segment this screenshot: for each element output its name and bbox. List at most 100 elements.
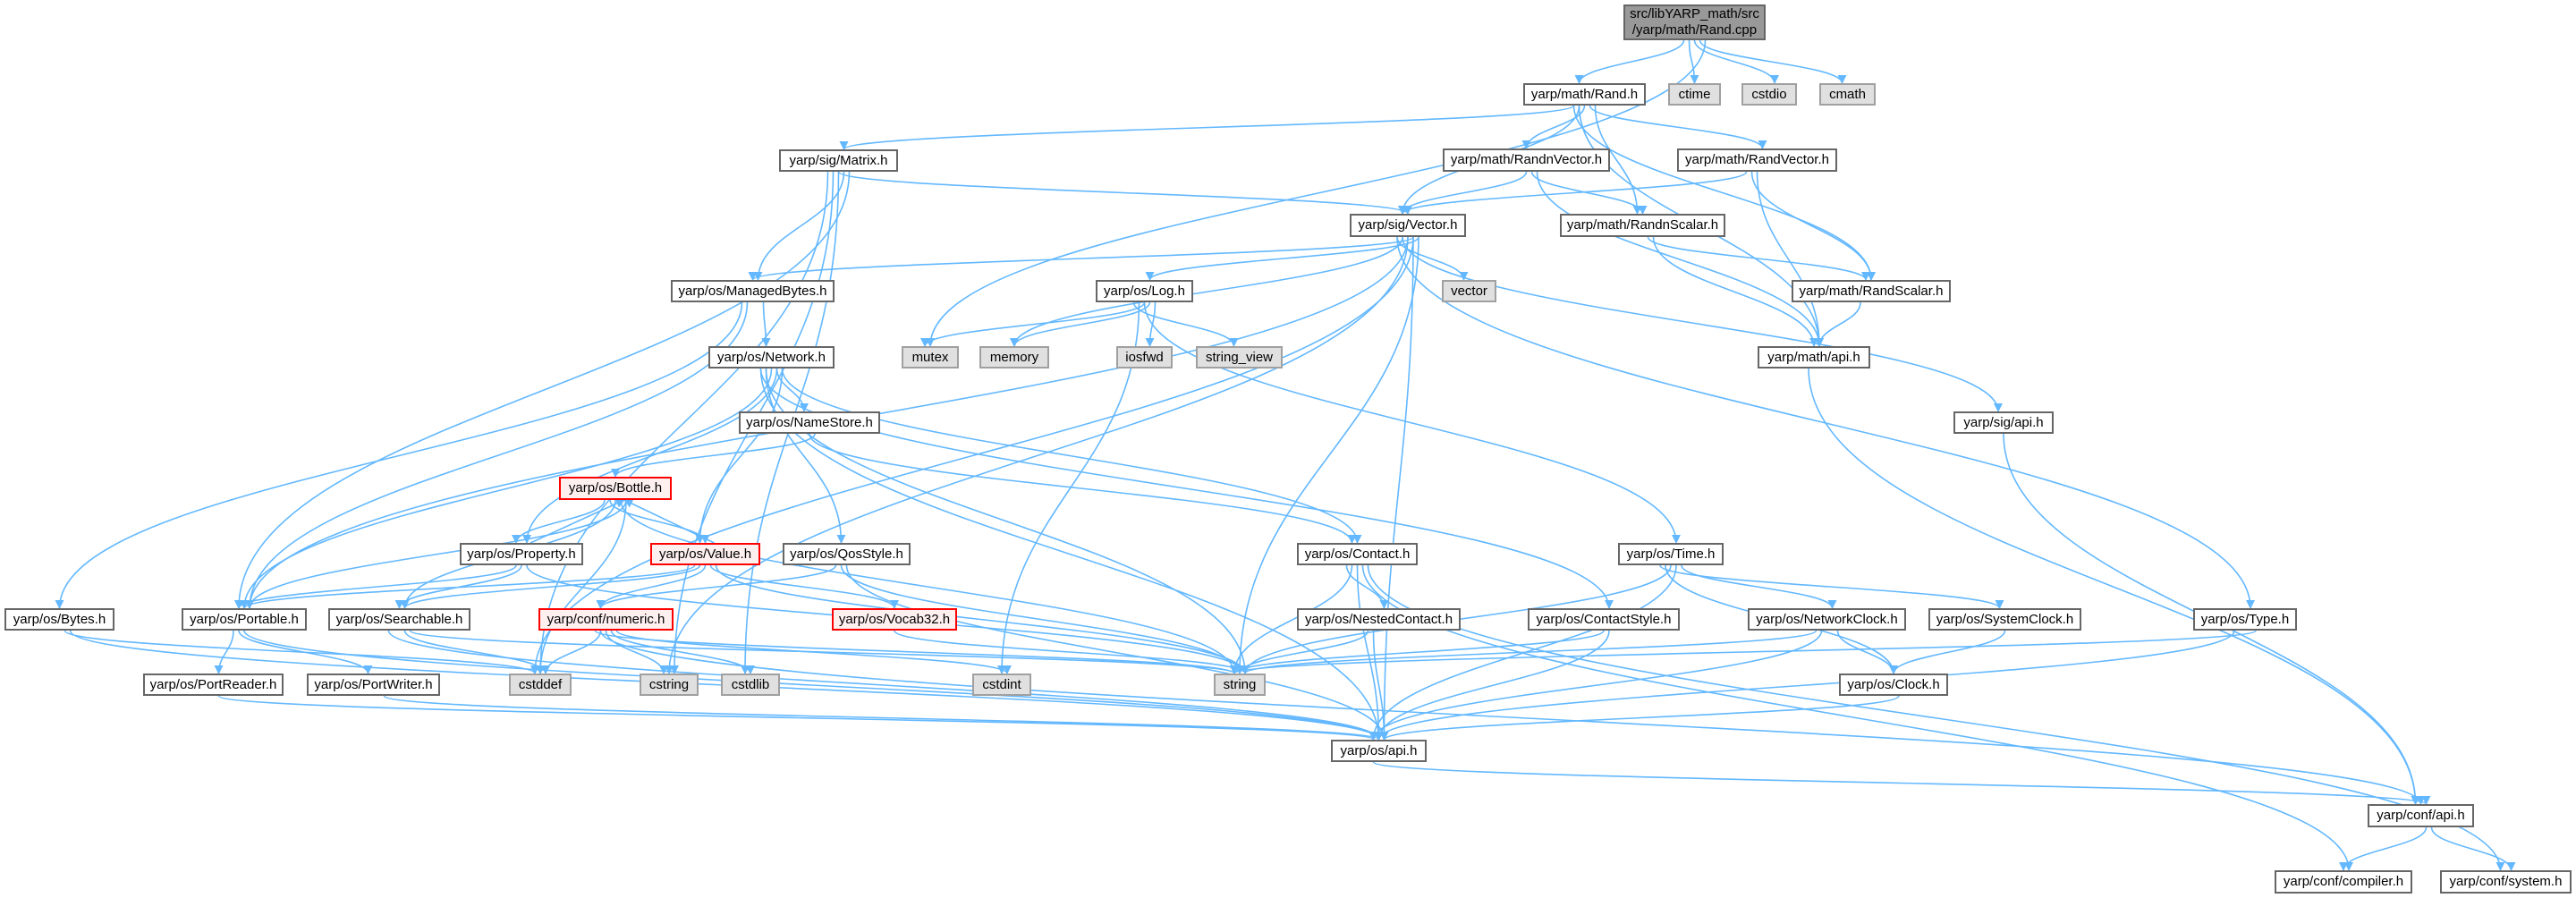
node-time-h[interactable]: yarp/os/Time.h [1618, 543, 1724, 565]
node-networkclock-h[interactable]: yarp/os/NetworkClock.h [1748, 608, 1906, 631]
node-contactstyle-h[interactable]: yarp/os/ContactStyle.h [1528, 608, 1680, 631]
node-ctime[interactable]: ctime [1668, 83, 1721, 106]
edge-log-h-to-time-h [1143, 301, 1681, 544]
node-bottle-h[interactable]: yarp/os/Bottle.h [559, 477, 672, 500]
edge-qosstyle-h-to-numeric-h [596, 564, 837, 609]
edge-numeric-h-to-string [594, 630, 1239, 674]
node-property-h[interactable]: yarp/os/Property.h [460, 543, 583, 565]
edge-network-h-to-namestore-h [775, 368, 809, 412]
node-label: yarp/os/Bottle.h [568, 480, 663, 496]
node-qosstyle-h[interactable]: yarp/os/QosStyle.h [783, 543, 911, 565]
node-type-h[interactable]: yarp/os/Type.h [2193, 608, 2297, 631]
node-namestore-h[interactable]: yarp/os/NameStore.h [739, 411, 880, 434]
node-root[interactable]: src/libYARP_math/src/yarp/math/Rand.cpp [1623, 4, 1766, 40]
edge-vector-h-to-memory [1010, 236, 1403, 347]
node-mutex[interactable]: mutex [902, 346, 959, 369]
node-bytes-h[interactable]: yarp/os/Bytes.h [4, 608, 114, 631]
node-cstdio[interactable]: cstdio [1741, 83, 1797, 106]
edge-value-h-to-searchable-h [400, 564, 701, 609]
node-label: yarp/os/Time.h [1626, 546, 1716, 562]
node-portreader-h[interactable]: yarp/os/PortReader.h [143, 674, 284, 696]
node-contact-h[interactable]: yarp/os/Contact.h [1297, 543, 1418, 565]
node-label: yarp/os/PortWriter.h [314, 676, 433, 692]
node-math-api-h[interactable]: yarp/math/api.h [1758, 346, 1870, 369]
node-label: iosfwd [1125, 349, 1164, 365]
node-cstdlib[interactable]: cstdlib [721, 674, 780, 696]
edge-matrix-h-to-vector-h [837, 171, 1412, 215]
edge-vector-h-to-cstddef [530, 236, 1414, 674]
node-label: yarp/os/Type.h [2200, 611, 2290, 627]
node-matrix-h[interactable]: yarp/sig/Matrix.h [779, 149, 898, 172]
edge-rand-h-to-randnscalar-h [1594, 105, 1642, 215]
node-cstring[interactable]: cstring [640, 674, 699, 696]
edge-rand-h-to-matrix-h [839, 105, 1575, 150]
node-randvector-h[interactable]: yarp/math/RandVector.h [1677, 148, 1837, 172]
node-label: yarp/os/Portable.h [190, 611, 299, 627]
node-network-h[interactable]: yarp/os/Network.h [708, 346, 835, 369]
node-portwriter-h[interactable]: yarp/os/PortWriter.h [307, 674, 440, 696]
edge-vector-h-to-log-h [1145, 236, 1419, 281]
edge-networkclock-h-to-os-api-h [1368, 630, 1823, 741]
edge-portwriter-h-to-os-api-h [383, 695, 1384, 741]
edge-contactstyle-h-to-os-api-h [1374, 630, 1610, 741]
edge-network-h-to-portable-h [240, 368, 773, 609]
edge-root-to-cstdio [1693, 39, 1779, 84]
node-cstddef[interactable]: cstddef [509, 674, 572, 696]
node-cmath[interactable]: cmath [1819, 83, 1876, 106]
edge-rand-h-to-randnvector-h [1521, 105, 1586, 149]
node-managedbytes-h[interactable]: yarp/os/ManagedBytes.h [671, 280, 835, 302]
node-label: yarp/os/Log.h [1104, 283, 1185, 299]
node-vector[interactable]: vector [1442, 280, 1496, 302]
node-system-h[interactable]: yarp/conf/system.h [2440, 870, 2572, 894]
edge-randscalar-h-to-math-api-h [1815, 301, 1861, 347]
edge-network-h-to-property-h [522, 368, 778, 544]
node-numeric-h[interactable]: yarp/conf/numeric.h [538, 608, 674, 631]
edge-bottle-h-to-string [620, 499, 1239, 674]
node-vocab32-h[interactable]: yarp/os/Vocab32.h [832, 608, 957, 631]
node-label: memory [989, 349, 1039, 365]
node-randscalar-h[interactable]: yarp/math/RandScalar.h [1792, 280, 1951, 302]
edge-searchable-h-to-os-api-h [387, 630, 1384, 741]
node-vector-h[interactable]: yarp/sig/Vector.h [1350, 214, 1466, 237]
node-clock-h[interactable]: yarp/os/Clock.h [1839, 674, 1948, 696]
edge-namestore-h-to-contact-h [809, 433, 1357, 544]
node-randnvector-h[interactable]: yarp/math/RandnVector.h [1443, 148, 1610, 172]
edge-vector-h-to-cstring [665, 236, 1409, 674]
node-label: mutex [911, 349, 949, 365]
node-string[interactable]: string [1214, 674, 1266, 696]
node-os-api-h[interactable]: yarp/os/api.h [1331, 740, 1427, 762]
node-label: string [1223, 676, 1257, 692]
edge-numeric-h-to-cstdint [615, 630, 1012, 674]
node-cstdint[interactable]: cstdint [972, 674, 1031, 696]
node-string-view[interactable]: string_view [1196, 346, 1283, 369]
edge-portable-h-to-portwriter-h [238, 630, 373, 674]
edge-numeric-h-to-conf-api-h [599, 630, 2426, 805]
node-label: cmath [1829, 86, 1866, 102]
node-value-h[interactable]: yarp/os/Value.h [650, 543, 760, 565]
edge-network-h-to-contact-h [781, 368, 1362, 544]
node-systemclock-h[interactable]: yarp/os/SystemClock.h [1928, 608, 2081, 631]
node-sig-api-h[interactable]: yarp/sig/api.h [1953, 411, 2054, 434]
node-label: cstring [648, 676, 690, 692]
node-conf-api-h[interactable]: yarp/conf/api.h [2368, 804, 2474, 827]
edge-networkclock-h-to-clock-h [1836, 630, 1898, 674]
node-rand-h[interactable]: yarp/math/Rand.h [1523, 83, 1646, 106]
node-label: yarp/os/Clock.h [1847, 676, 1940, 692]
node-randnscalar-h[interactable]: yarp/math/RandnScalar.h [1560, 214, 1725, 237]
node-label: cstdint [982, 676, 1021, 692]
edge-matrix-h-to-portable-h [234, 171, 851, 609]
node-memory[interactable]: memory [979, 346, 1049, 369]
node-nestedcontact-h[interactable]: yarp/os/NestedContact.h [1297, 608, 1461, 631]
node-label: yarp/conf/api.h [2377, 808, 2465, 823]
node-label-line2: /yarp/math/Rand.cpp [1631, 22, 1758, 38]
node-label: yarp/sig/Matrix.h [789, 152, 888, 168]
node-portable-h[interactable]: yarp/os/Portable.h [182, 608, 307, 631]
node-searchable-h[interactable]: yarp/os/Searchable.h [328, 608, 470, 631]
edge-clock-h-to-os-api-h [1379, 695, 1900, 741]
node-log-h[interactable]: yarp/os/Log.h [1096, 280, 1193, 302]
node-label: cstdlib [731, 676, 770, 692]
node-compiler-h[interactable]: yarp/conf/compiler.h [2275, 870, 2412, 894]
edge-randvector-h-to-math-api-h [1756, 171, 1824, 347]
edge-bottle-h-to-property-h [512, 499, 606, 544]
node-iosfwd[interactable]: iosfwd [1116, 346, 1173, 369]
